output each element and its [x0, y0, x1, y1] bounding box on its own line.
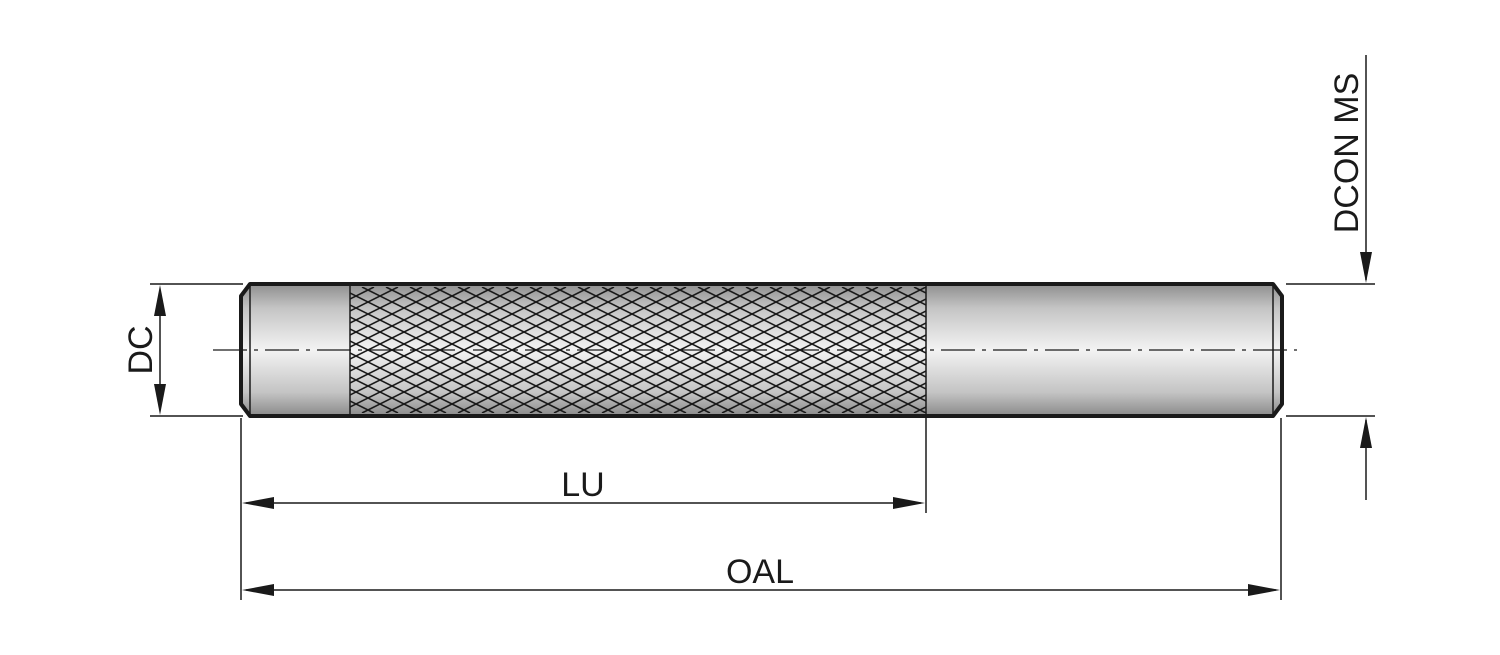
knurl-line	[745, 322, 926, 413]
dcon-ms-label: DCON MS	[1328, 73, 1366, 234]
knurl-line	[865, 382, 926, 413]
knurl-line	[817, 358, 926, 413]
oal-arrow-right	[1248, 584, 1280, 596]
dc-dimension: DC	[122, 283, 243, 417]
knurl-line	[841, 287, 926, 330]
lu-label: LU	[561, 466, 604, 504]
lu-arrow-right	[893, 497, 925, 509]
dc-label: DC	[122, 325, 160, 374]
tool-outline	[239, 282, 1284, 418]
dcon-arrow-bottom	[1360, 417, 1372, 448]
lu-dimension: LU	[240, 416, 927, 600]
knurl-line	[841, 370, 926, 413]
oal-arrow-left	[242, 584, 274, 596]
oal-label: OAL	[726, 553, 794, 591]
dcon-arrow-top	[1360, 252, 1372, 283]
dc-arrow-bottom	[154, 384, 166, 415]
dcon-ms-dimension: DCON MS	[1286, 55, 1375, 500]
dc-arrow-top	[154, 285, 166, 316]
oal-dimension: OAL	[242, 418, 1282, 600]
knurl-line	[817, 287, 926, 342]
lu-arrow-left	[242, 497, 274, 509]
tool-body	[213, 282, 1297, 418]
knurl-line	[865, 287, 926, 318]
